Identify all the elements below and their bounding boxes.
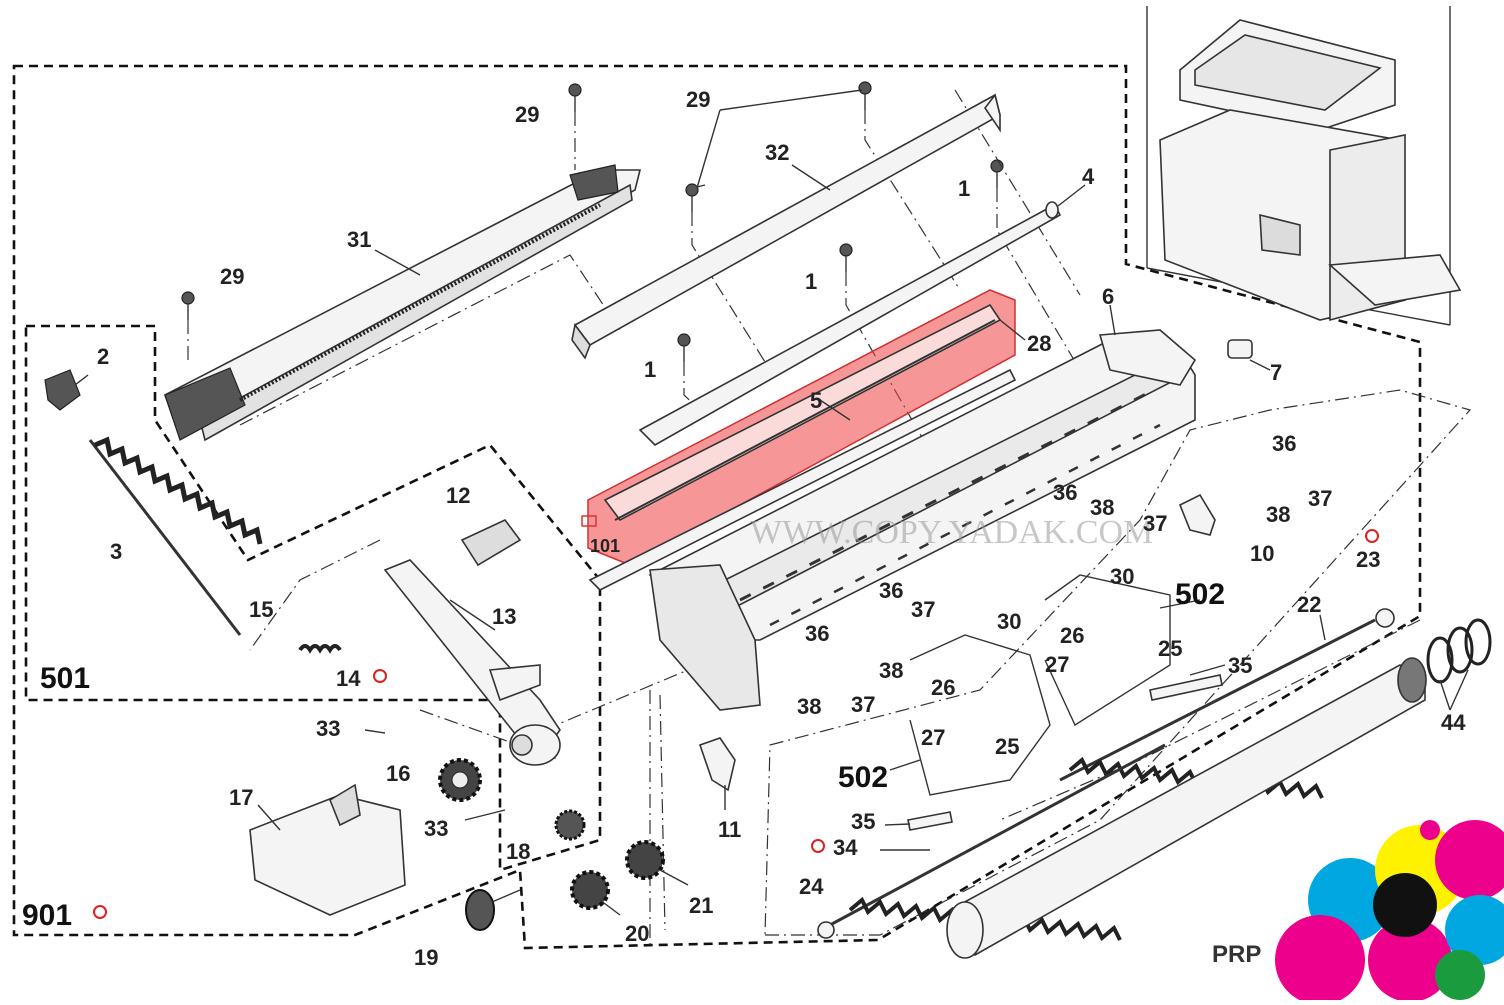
part-21-gear-icon bbox=[625, 840, 665, 880]
callout-38: 38 bbox=[879, 658, 903, 683]
callout-38: 38 bbox=[1266, 502, 1290, 527]
callout-4: 4 bbox=[1082, 164, 1095, 189]
callout-15: 15 bbox=[249, 597, 273, 622]
callout-33: 33 bbox=[424, 816, 448, 841]
callout-18: 18 bbox=[506, 839, 530, 864]
group-502-boundary bbox=[764, 389, 1472, 936]
cycle-icon bbox=[93, 529, 1379, 919]
callout-2: 2 bbox=[97, 344, 109, 369]
callout-5: 5 bbox=[810, 388, 822, 413]
callout-29: 29 bbox=[515, 102, 539, 127]
part-13-lever bbox=[383, 559, 561, 766]
group-901-boundary bbox=[12, 64, 1422, 950]
callout-36: 36 bbox=[879, 578, 903, 603]
part-3-auger bbox=[88, 436, 263, 636]
callout-1: 1 bbox=[805, 269, 817, 294]
callout-38: 38 bbox=[1090, 495, 1114, 520]
new-part-icon bbox=[581, 515, 597, 527]
part-20-gear-icon bbox=[570, 870, 610, 910]
callout-28: 28 bbox=[1027, 331, 1051, 356]
callout-21: 21 bbox=[689, 893, 713, 918]
callout-33: 33 bbox=[316, 716, 340, 741]
group-label-502: 502 bbox=[1175, 578, 1225, 611]
callout-27: 27 bbox=[921, 725, 945, 750]
callout-13: 13 bbox=[492, 604, 516, 629]
callout-30: 30 bbox=[997, 609, 1021, 634]
part-35-strip bbox=[907, 811, 953, 831]
part-11 bbox=[698, 737, 736, 792]
part-7 bbox=[1227, 339, 1253, 359]
callout-29: 29 bbox=[220, 264, 244, 289]
callout-35: 35 bbox=[851, 809, 875, 834]
part-6-housing bbox=[648, 329, 1197, 711]
part-14-spring bbox=[298, 644, 342, 654]
callout-24: 24 bbox=[799, 874, 824, 899]
callout-20: 20 bbox=[625, 921, 649, 946]
callout-38: 38 bbox=[797, 694, 821, 719]
group-502-box bbox=[909, 634, 1051, 796]
callout-37: 37 bbox=[851, 692, 875, 717]
part-101-plate bbox=[588, 368, 1017, 591]
leader-lines bbox=[74, 89, 1469, 916]
callout-37: 37 bbox=[1308, 486, 1332, 511]
callout-37: 37 bbox=[911, 597, 935, 622]
part-19-gear-icon bbox=[465, 889, 521, 931]
callout-31: 31 bbox=[347, 227, 371, 252]
callout-32: 32 bbox=[765, 140, 789, 165]
part-16-gear-icon bbox=[438, 758, 482, 802]
group-label-501: 501 bbox=[40, 662, 90, 695]
group-501-boundary bbox=[24, 324, 602, 872]
callout-29: 29 bbox=[686, 87, 710, 112]
group-label-901: 901 bbox=[22, 899, 72, 932]
callout-7: 7 bbox=[1270, 360, 1282, 385]
part-2-bracket bbox=[44, 369, 81, 411]
callout-26: 26 bbox=[931, 675, 955, 700]
callout-25: 25 bbox=[1158, 636, 1182, 661]
part-4-rod bbox=[638, 201, 1062, 446]
part-31-rail bbox=[164, 164, 642, 442]
callout-37: 37 bbox=[1143, 511, 1167, 536]
part-32-bracket bbox=[571, 93, 1001, 360]
callout-14: 14 bbox=[336, 666, 361, 691]
group-502-box bbox=[1044, 574, 1171, 727]
callout-25: 25 bbox=[995, 734, 1019, 759]
callout-34: 34 bbox=[833, 835, 858, 860]
callout-1: 1 bbox=[644, 357, 656, 382]
callout-17: 17 bbox=[229, 785, 253, 810]
callout-19: 19 bbox=[414, 945, 438, 970]
callout-3: 3 bbox=[110, 539, 122, 564]
callout-10: 10 bbox=[1250, 541, 1274, 566]
callout-6: 6 bbox=[1102, 284, 1114, 309]
part-18-gear-icon bbox=[554, 809, 586, 841]
part-17-cover bbox=[249, 783, 406, 916]
callout-12: 12 bbox=[446, 483, 470, 508]
group-label-502: 502 bbox=[838, 761, 888, 794]
callout-36: 36 bbox=[805, 621, 829, 646]
callout-101: 101 bbox=[590, 536, 620, 556]
callout-11: 11 bbox=[718, 817, 741, 842]
callout-16: 16 bbox=[386, 761, 410, 786]
callout-22: 22 bbox=[1297, 592, 1321, 617]
copier-inset bbox=[1146, 6, 1462, 326]
prp-logo: PRP bbox=[1212, 820, 1504, 1005]
part-35-strip bbox=[1149, 674, 1223, 701]
callout-23: 23 bbox=[1356, 547, 1380, 572]
callout-27: 27 bbox=[1045, 652, 1069, 677]
watermark: WWW.COPY YADAK.COM bbox=[750, 514, 1153, 551]
callouts: 29 29 29 32 31 1 1 1 4 6 7 28 5 2 3 12 1… bbox=[97, 87, 1466, 970]
logo-text: PRP bbox=[1212, 941, 1261, 968]
part-44-roller bbox=[946, 618, 1492, 959]
callout-36: 36 bbox=[1053, 480, 1077, 505]
part-10 bbox=[1178, 493, 1216, 536]
callout-26: 26 bbox=[1060, 623, 1084, 648]
callout-30: 30 bbox=[1110, 564, 1134, 589]
callout-36: 36 bbox=[1272, 431, 1296, 456]
callout-35: 35 bbox=[1228, 653, 1252, 678]
callout-1: 1 bbox=[958, 176, 970, 201]
part-12 bbox=[460, 519, 522, 567]
callout-44: 44 bbox=[1441, 710, 1466, 735]
